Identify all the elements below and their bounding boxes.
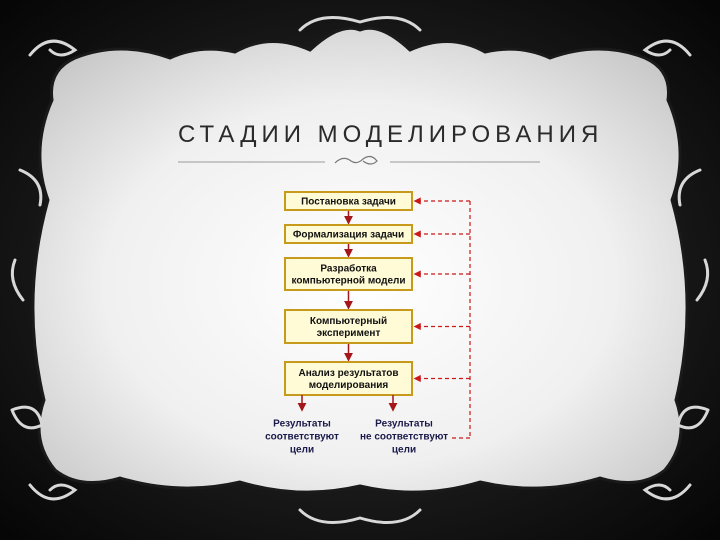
- stage-box: [284, 257, 413, 291]
- stage-box: [284, 224, 413, 244]
- stage-label: Постановка задачи: [301, 197, 396, 208]
- flourish-icon: [334, 155, 378, 165]
- slide-title: СТАДИИ МОДЕЛИРОВАНИЯ: [178, 121, 603, 148]
- stage-box: [284, 191, 413, 211]
- stage-box: [284, 309, 413, 344]
- stage-label: Формализация задачи: [293, 230, 404, 241]
- stage-box: [284, 361, 413, 396]
